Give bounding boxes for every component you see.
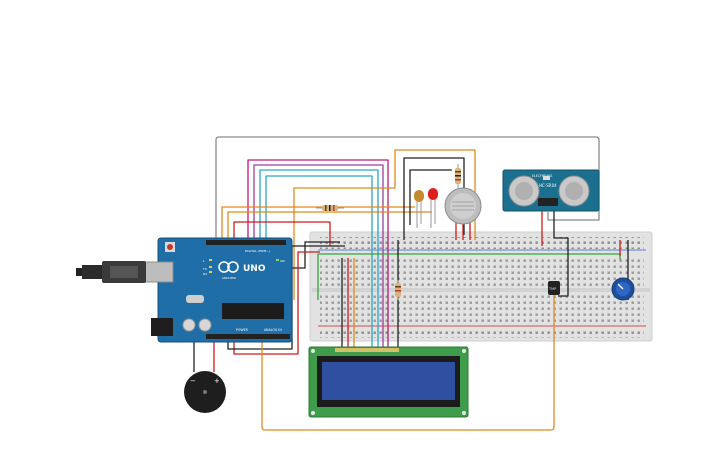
- arduino-brand-text: ARDUINO: [222, 276, 237, 280]
- gas-sensor-icon: [444, 187, 482, 225]
- temperature-sensor-icon: TMP: [548, 281, 560, 295]
- ultrasonic-sensor-icon: ELECFREAKS HC-SR04: [502, 169, 600, 212]
- arduino-label-on: ON: [280, 259, 285, 263]
- wire-green-rail: [317, 253, 621, 300]
- arduino-label-rx: RX: [203, 272, 207, 276]
- wire-red-power: [233, 221, 331, 246]
- lcd-display-icon: [308, 346, 469, 418]
- wire-orange-tmp: [261, 295, 555, 431]
- arduino-header-digital: DIGITAL (PWM~): [245, 249, 270, 253]
- arduino-label-l: L: [203, 259, 205, 263]
- wire-black-ultrasonic: [553, 210, 569, 297]
- wire-orange-gas: [293, 149, 476, 300]
- breadboard-top-rail: [320, 237, 644, 249]
- buzzer-minus-label: −: [190, 377, 196, 385]
- resistor-icon: [316, 205, 344, 211]
- buzzer-plus-label: +: [214, 377, 220, 385]
- buzzer-icon: − +: [184, 371, 226, 413]
- arduino-logo-text: UNO: [243, 264, 266, 274]
- potentiometer-icon: [611, 277, 635, 301]
- breadboard-grid-top: [320, 256, 644, 286]
- wire-gray: [215, 136, 600, 240]
- wire-black-gas-2: [409, 169, 452, 225]
- atmega-chip: [222, 303, 284, 319]
- breadboard-bottom-rail: [320, 328, 644, 338]
- resistor-gas-icon: [455, 164, 461, 188]
- led-icon: [414, 190, 424, 228]
- arduino-header-analog: ANALOG IN: [264, 328, 282, 332]
- arduino-board-icon: UNO ARDUINO DIGITAL (PWM~) POWER ANALOG …: [144, 237, 293, 343]
- breadboard-grid-bottom: [320, 294, 644, 324]
- wire-cyan-1: [259, 169, 379, 350]
- ultrasonic-maker-label: ELECFREAKS: [532, 174, 552, 178]
- ultrasonic-model-label: HC-SR04: [539, 183, 557, 188]
- wire-magenta: [247, 159, 389, 350]
- usb-cable-icon: [76, 261, 146, 283]
- temperature-sensor-label: TMP: [548, 287, 556, 291]
- breadboard: [309, 231, 653, 342]
- lcd-screen: [322, 362, 455, 400]
- resistor-board-icon: [395, 280, 401, 300]
- wire-orange-led-2: [227, 211, 432, 240]
- power-jack: [151, 318, 173, 336]
- arduino-label-tx: TX: [202, 267, 207, 271]
- usb-port: [144, 261, 174, 283]
- breadboard-center-channel: [312, 288, 650, 292]
- wire-black-lcd: [227, 245, 345, 350]
- wire-purple: [253, 164, 384, 350]
- arduino-logo-icon: [218, 261, 239, 273]
- wire-cyan-2: [265, 175, 373, 350]
- arduino-body: [157, 237, 293, 343]
- arduino-header-power: POWER: [236, 328, 249, 332]
- led-red-icon: [428, 188, 438, 228]
- wire-orange-led: [221, 206, 415, 240]
